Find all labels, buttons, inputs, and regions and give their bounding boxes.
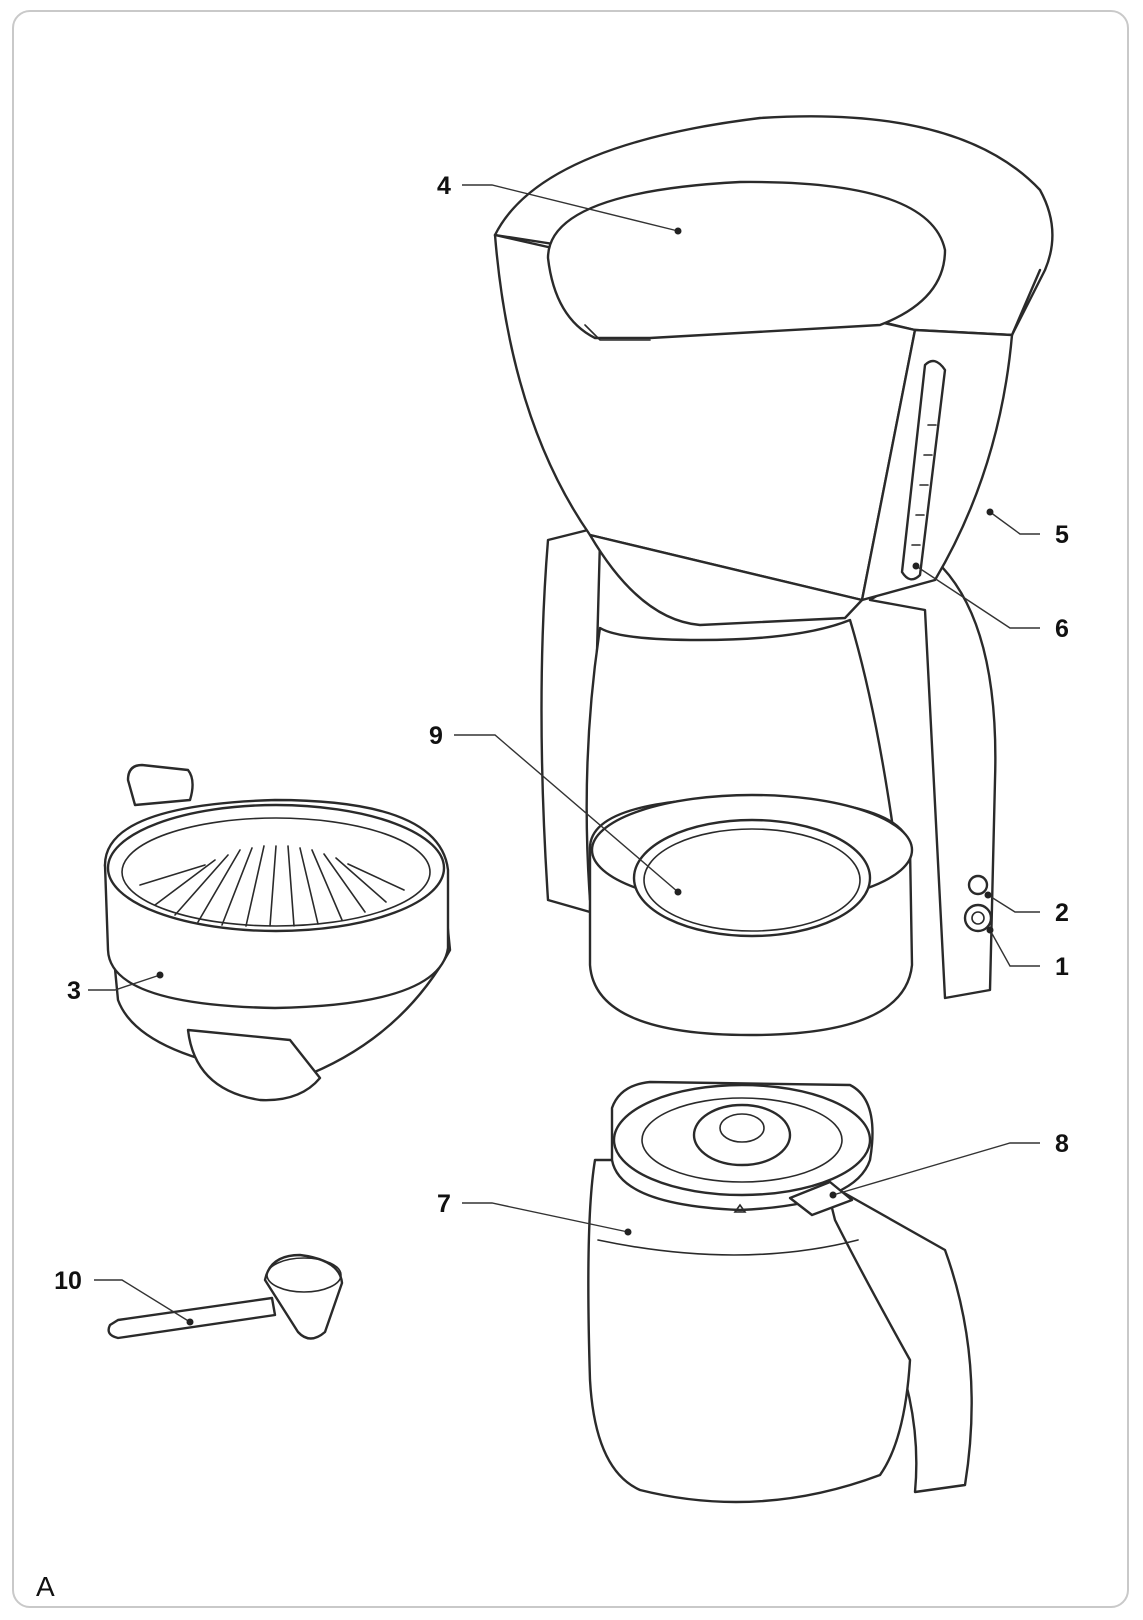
water-tank-lid — [546, 180, 947, 340]
warming-plate — [632, 818, 872, 938]
spoon-bowl — [263, 1253, 344, 1340]
callout-5: 5 — [1055, 521, 1069, 549]
jug-lid-button[interactable] — [692, 1103, 792, 1167]
filter-holder-ribs — [139, 845, 405, 927]
water-level-markings — [911, 424, 937, 546]
spoon-handle[interactable] — [107, 1296, 277, 1340]
callout-10: 10 — [54, 1267, 82, 1295]
callout-2: 2 — [1055, 899, 1069, 927]
spoon-bowl-rim — [266, 1257, 342, 1293]
figure-frame — [12, 10, 1129, 1608]
jug-pour-marker — [733, 1203, 747, 1213]
machine-side-panel — [860, 328, 1014, 602]
figure-letter: A — [36, 1571, 55, 1602]
callout-4: 4 — [437, 172, 451, 200]
lid-release-button[interactable] — [788, 1180, 854, 1217]
jug-body-seam — [597, 1239, 859, 1256]
filter-holder-outlet — [186, 1028, 322, 1102]
callout-7: 7 — [437, 1190, 451, 1218]
on-off-switch[interactable] — [963, 903, 993, 933]
measuring-spoon — [107, 1253, 344, 1340]
filter-holder — [103, 763, 452, 1102]
callout-numbers: 4 5 6 2 1 3 9 7 8 10 — [54, 172, 1069, 1295]
warming-plate-inner-ring — [643, 828, 861, 932]
on-off-switch-center — [971, 911, 985, 925]
machine-left-column — [540, 528, 602, 914]
callout-3: 3 — [67, 977, 81, 1005]
jug-lid-inner-ring — [641, 1097, 843, 1183]
jug-lid-button-cap — [719, 1113, 765, 1143]
leader-lines — [88, 184, 1040, 1326]
filter-holder-rim — [106, 803, 446, 933]
callout-1: 1 — [1055, 953, 1069, 981]
thermal-jug — [587, 1080, 973, 1504]
machine-right-housing — [868, 558, 997, 1000]
water-level-window — [900, 359, 947, 581]
indicator-light — [967, 874, 989, 896]
filter-holder-tab — [126, 763, 194, 807]
lid-spout-notch — [584, 324, 651, 341]
filter-holder-inner-rim — [121, 817, 431, 927]
filter-chamber — [588, 533, 864, 627]
callout-8: 8 — [1055, 1130, 1069, 1158]
callout-9: 9 — [429, 722, 443, 750]
coffee-machine — [493, 115, 1054, 1037]
callout-6: 6 — [1055, 615, 1069, 643]
